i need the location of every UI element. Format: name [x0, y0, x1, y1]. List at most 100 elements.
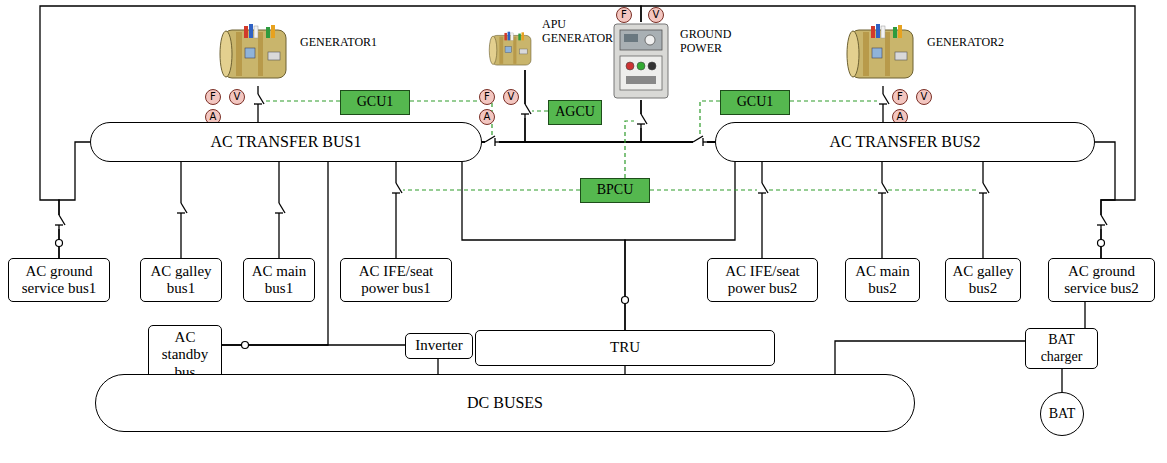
breaker-symbol: [877, 183, 888, 197]
box-label: AC ground service bus1: [9, 263, 109, 298]
box-label: AC IFE/seat power bus1: [341, 263, 451, 298]
control-line: [790, 100, 877, 101]
charger-box: BAT charger: [1025, 328, 1098, 369]
control-unit: GCU1: [720, 90, 790, 115]
breaker-symbol: [1096, 215, 1107, 229]
bus-wire: [641, 6, 1135, 258]
control-unit: AGCU: [548, 100, 602, 125]
control-unit: GCU1: [340, 90, 410, 115]
box-label: AGCU: [549, 104, 601, 120]
bus-wire: [641, 100, 715, 142]
contactor-symbol: [56, 240, 63, 247]
meter-circle: V: [648, 7, 664, 23]
breaker-symbol: [485, 136, 499, 147]
bus-wire: [881, 162, 882, 258]
equipment-label: GENERATOR2: [927, 36, 1004, 50]
control-line: [266, 100, 340, 101]
transfer-bus: AC TRANSFER BUS2: [715, 122, 1095, 162]
box-label: AC galley bus1: [141, 263, 221, 298]
breaker-symbol: [978, 183, 989, 197]
load-bus-box: AC ground service bus2: [1048, 258, 1155, 302]
load-bus-box: AC IFE/seat power bus2: [707, 258, 818, 302]
box-label: AC main bus1: [244, 263, 314, 298]
generator-picture: [488, 28, 536, 70]
meter-letter: V: [230, 91, 244, 103]
bus-wire: [1095, 142, 1115, 258]
load-bus-box: AC main bus2: [845, 258, 920, 302]
load-bus-box: AC main bus1: [243, 258, 315, 302]
meter-letter: F: [206, 91, 220, 103]
box-label: AC galley bus2: [946, 263, 1020, 298]
contactor-symbol: [1098, 240, 1105, 247]
load-bus-box: AC IFE/seat power bus1: [340, 258, 452, 302]
meter-letter: A: [480, 111, 494, 123]
battery-circle: BAT: [1040, 392, 1084, 436]
bus-wire: [437, 359, 438, 374]
generator: GENERATOR1: [218, 18, 294, 86]
meter-letter: F: [480, 91, 494, 103]
box-label: DC BUSES: [96, 394, 914, 412]
breaker-symbol: [253, 94, 264, 108]
bus-wire: [59, 142, 90, 258]
box-label: GCU1: [341, 94, 409, 110]
bus-wire: [761, 162, 762, 258]
ground-power-unit: GROUND POWER: [612, 22, 670, 100]
generator: GENERATOR2: [845, 18, 921, 86]
meter-circle: V: [229, 89, 245, 105]
breaker-symbol: [878, 94, 889, 108]
load-bus-box: AC galley bus2: [945, 258, 1021, 302]
generator-picture: [845, 18, 921, 86]
meter-letter: F: [617, 9, 631, 21]
meter-circle: A: [479, 109, 495, 125]
bus-wire: [395, 162, 396, 258]
meter-letter: V: [649, 9, 663, 21]
bus-wire: [482, 100, 641, 142]
bus-wire: [222, 162, 328, 345]
bus-wire: [982, 162, 983, 258]
bus-wire: [1061, 369, 1062, 392]
breaker-symbol: [757, 183, 768, 197]
contactor-symbol: [242, 342, 249, 349]
meter-circle: V: [916, 89, 932, 105]
control-line: [403, 189, 580, 190]
breaker-symbol: [391, 183, 402, 197]
box-label: Inverter: [406, 337, 472, 354]
meter-circle: F: [892, 89, 908, 105]
load-bus-box: AC galley bus1: [140, 258, 222, 302]
control-line: [532, 110, 548, 111]
box-label: AC TRANSFER BUS2: [716, 133, 1094, 151]
equipment-label: GENERATOR1: [300, 36, 377, 50]
meter-letter: V: [917, 91, 931, 103]
transfer-bus: AC TRANSFER BUS1: [90, 122, 482, 162]
box-label: BPCU: [581, 182, 649, 198]
dc-bus: DC BUSES: [95, 374, 915, 432]
breaker-symbol: [520, 104, 531, 118]
bus-wire: [835, 341, 1025, 374]
breaker-symbol: [54, 215, 65, 229]
contactor-symbol: [622, 297, 629, 304]
control-line: [700, 101, 720, 135]
meter-circle: F: [479, 89, 495, 105]
meter-circle: V: [503, 89, 519, 105]
box-label: GCU1: [721, 94, 789, 110]
generator-picture: [218, 18, 294, 86]
tru-box: TRU: [475, 330, 775, 366]
control-line: [650, 189, 976, 190]
bus-wire: [624, 366, 625, 374]
bus-wire: [40, 6, 641, 258]
breaker-symbol: [176, 203, 187, 217]
meter-circle: F: [616, 7, 632, 23]
meter-circle: F: [205, 89, 221, 105]
control-line: [625, 121, 634, 178]
load-bus-box: AC ground service bus1: [8, 258, 110, 302]
bus-wire: [222, 344, 405, 345]
apu-generator: APU GENERATOR: [488, 28, 536, 70]
box-label: BAT: [1041, 406, 1083, 422]
box-label: TRU: [476, 339, 774, 356]
ground-power-picture: [612, 22, 670, 100]
box-label: AC main bus2: [846, 263, 919, 298]
breaker-symbol: [636, 114, 647, 128]
bus-wire: [482, 141, 715, 142]
breaker-symbol: [693, 136, 707, 147]
bus-wire: [482, 70, 525, 142]
